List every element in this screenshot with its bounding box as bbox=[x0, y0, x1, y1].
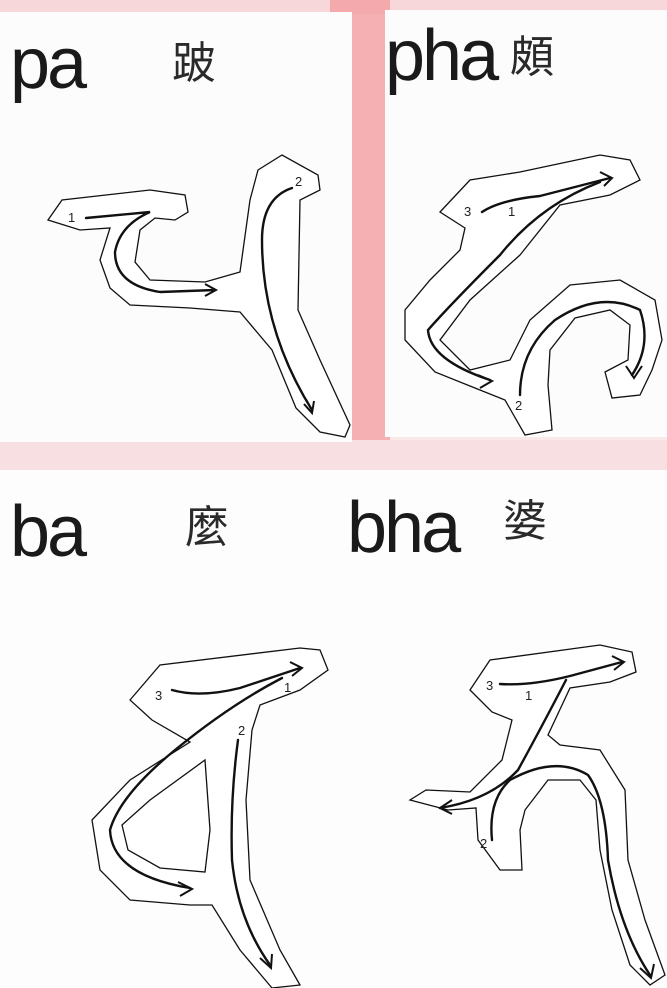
glyph-pha-stroke-1-arrow bbox=[477, 374, 495, 389]
glyph-pha-num-3: 3 bbox=[464, 204, 471, 219]
glyph-ba-stroke-3 bbox=[170, 666, 302, 695]
glyph-ba-outline bbox=[91, 647, 329, 988]
glyph-pa-stroke-1 bbox=[84, 210, 217, 294]
glyph-bha-stroke-1 bbox=[438, 678, 568, 810]
hanzi-ba: 麼 bbox=[185, 502, 229, 553]
hanzi-bha: 婆 bbox=[503, 496, 547, 547]
glyph-ba-stroke-2-arrow bbox=[259, 953, 273, 971]
glyph-pa-stroke-2 bbox=[260, 186, 314, 412]
glyph-ba-stroke-2 bbox=[230, 738, 272, 967]
glyph-pha-num-2: 2 bbox=[515, 398, 522, 413]
glyph-pha-stroke-3-arrow bbox=[599, 171, 614, 187]
glyph-pha-stroke-2 bbox=[518, 300, 646, 397]
glyph-pha-stroke-2-arrow bbox=[625, 365, 643, 380]
glyph-bha-stroke-3-arrow bbox=[611, 655, 626, 671]
hanzi-pha: 頗 bbox=[510, 32, 554, 83]
glyph-bha-outline bbox=[408, 644, 666, 986]
glyph-bha-num-2: 2 bbox=[480, 836, 487, 851]
glyph-bha-stroke-2-arrow bbox=[639, 963, 655, 980]
glyph-bha-stroke-3 bbox=[498, 660, 624, 686]
glyph-ba-counter bbox=[121, 758, 211, 873]
glyph-ba: 3 1 2 bbox=[91, 647, 329, 988]
glyph-ba-stroke-1 bbox=[108, 676, 284, 890]
glyph-bha-stroke-1-arrow bbox=[438, 799, 453, 815]
glyph-pha-stroke-1 bbox=[426, 180, 602, 382]
glyph-bha-num-1: 1 bbox=[525, 688, 532, 703]
glyph-pa-stroke-2-arrow bbox=[303, 400, 315, 416]
glyph-ba-num-2: 2 bbox=[238, 723, 245, 738]
romanization-pha: pha bbox=[385, 16, 499, 96]
glyph-ba-stroke-3-arrow bbox=[289, 661, 304, 677]
romanization-pa: pa bbox=[10, 24, 87, 104]
glyph-ba-num-1: 1 bbox=[284, 680, 291, 695]
hanzi-pa: 跛 bbox=[172, 38, 216, 89]
glyph-pha-num-1: 1 bbox=[508, 204, 515, 219]
glyph-bha-stroke-2 bbox=[490, 765, 652, 977]
glyph-ba-stroke-1-arrow bbox=[177, 881, 195, 897]
glyph-pha: 3 1 2 bbox=[404, 154, 663, 436]
glyph-pa-num-1: 1 bbox=[68, 210, 75, 225]
glyph-pa-num-2: 2 bbox=[295, 174, 302, 189]
romanization-ba: ba bbox=[10, 492, 87, 572]
glyph-pha-outline bbox=[404, 154, 663, 436]
romanization-bha: bha bbox=[347, 488, 461, 568]
glyph-pha-stroke-3 bbox=[480, 176, 612, 214]
glyph-pa-outline bbox=[46, 154, 351, 438]
glyph-pa: 1 2 bbox=[46, 154, 351, 438]
glyph-ba-num-3: 3 bbox=[155, 688, 162, 703]
glyph-pa-stroke-1-arrow bbox=[204, 283, 219, 297]
glyph-bha-num-3: 3 bbox=[486, 678, 493, 693]
